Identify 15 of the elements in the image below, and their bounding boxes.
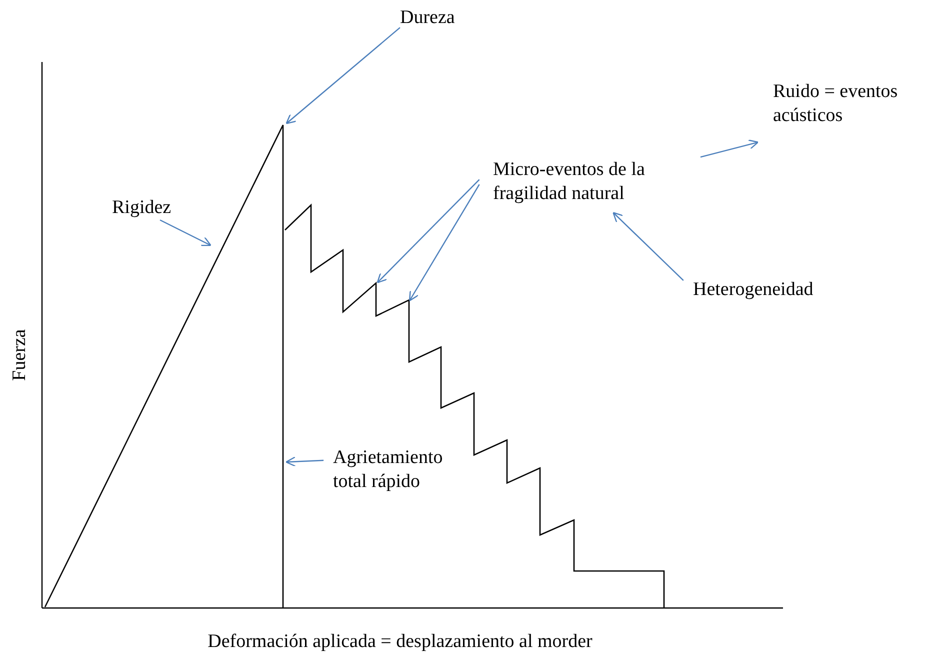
annotation-text: Agrietamiento total rápido	[333, 446, 468, 494]
leader-line	[286, 27, 400, 124]
annotation-text: Rigidez	[112, 196, 192, 220]
annotation-text: Dureza	[400, 6, 490, 30]
leader-line	[286, 456, 324, 467]
annotation-text: Ruido = eventos acústicos	[773, 80, 931, 128]
annotation-text: Heterogeneidad	[693, 278, 853, 302]
leader-line	[408, 184, 480, 302]
leader-line	[160, 219, 212, 246]
y-axis-title: Fuerza	[8, 328, 31, 383]
annotation-text: Micro-eventos de la fragilidad natural	[493, 158, 721, 206]
leader-line	[376, 179, 480, 284]
arrow	[612, 212, 684, 281]
arrow	[700, 139, 759, 158]
x-axis-title: Deformación aplicada = desplazamiento al morder	[206, 630, 594, 654]
